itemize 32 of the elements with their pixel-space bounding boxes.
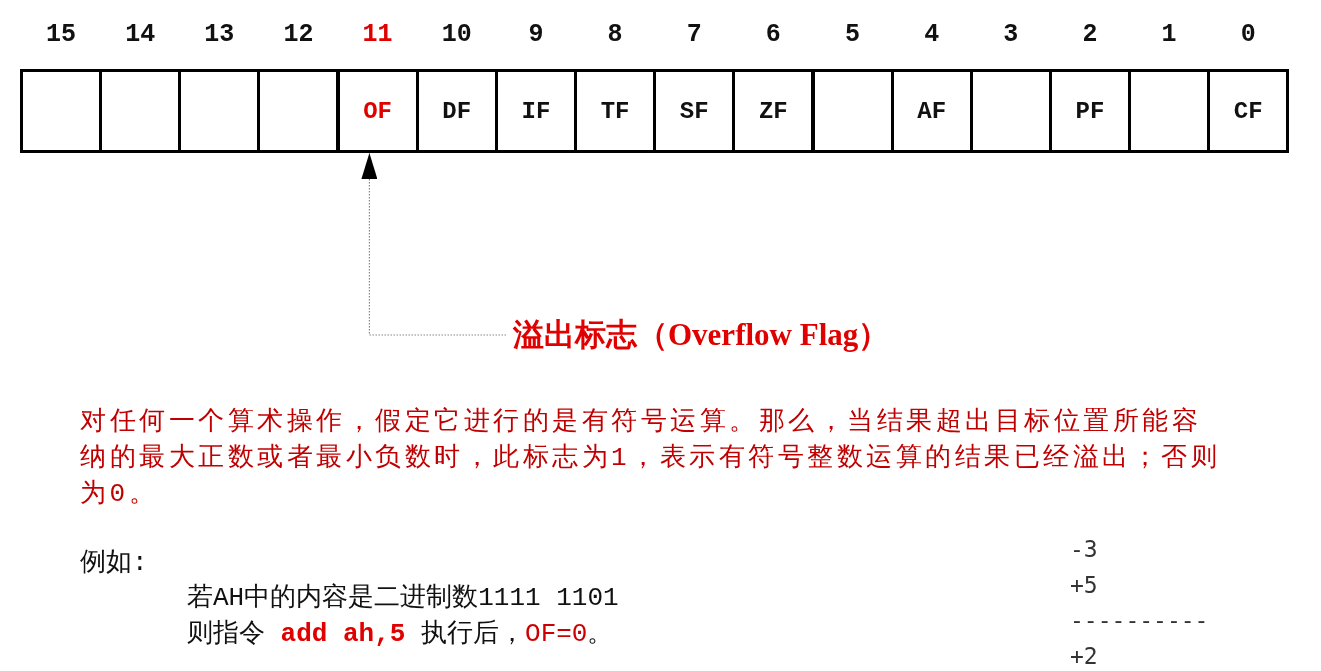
calculation-text: +2 <box>1070 642 1098 671</box>
bit-number: 9 <box>528 20 544 50</box>
register-cell <box>811 69 894 153</box>
bit-number: 7 <box>686 20 702 50</box>
calculation-rule: ---------- <box>1070 606 1209 635</box>
register-cell: ZF <box>732 69 815 153</box>
bit-number: 0 <box>1240 20 1256 50</box>
bit-number: 13 <box>204 20 235 50</box>
bit-number: 6 <box>765 20 781 50</box>
example-text: 若AH中的内容是二进制数1111 1101 <box>187 582 619 615</box>
register-cell <box>20 69 102 153</box>
bit-number: 14 <box>125 20 156 50</box>
calculation-text: +5 <box>1070 571 1098 600</box>
register-cell <box>257 69 340 153</box>
bit-number: 12 <box>283 20 314 50</box>
bit-number: 1 <box>1161 20 1177 50</box>
description-text: 对任何一个算术操作，假定它进行的是有符号运算。那么，当结果超出目标位置所能容纳的最大正数或者最小负数时，此标志为1，表示有符号整数运算的结果已经溢出；否则为0。 <box>80 406 1222 511</box>
calculation-text: -3 <box>1070 535 1098 564</box>
register-cell: OF <box>336 69 419 153</box>
bit-number: 3 <box>1003 20 1019 50</box>
bit-number: 11 <box>362 20 393 50</box>
callout-label: 溢出标志（Overflow Flag） <box>506 317 890 353</box>
bit-number: 5 <box>845 20 860 50</box>
bit-number: 10 <box>441 20 472 50</box>
leader-arrow <box>361 152 507 336</box>
bit-number: 8 <box>607 20 623 50</box>
example-text: 则指令 add ah,5 执行后，OF=0。 <box>187 618 614 651</box>
bit-number: 15 <box>46 20 76 50</box>
register-cell: CF <box>1207 69 1290 153</box>
bit-number: 2 <box>1082 20 1098 50</box>
bit-number: 4 <box>924 20 940 50</box>
example-heading: 例如: <box>80 547 148 580</box>
